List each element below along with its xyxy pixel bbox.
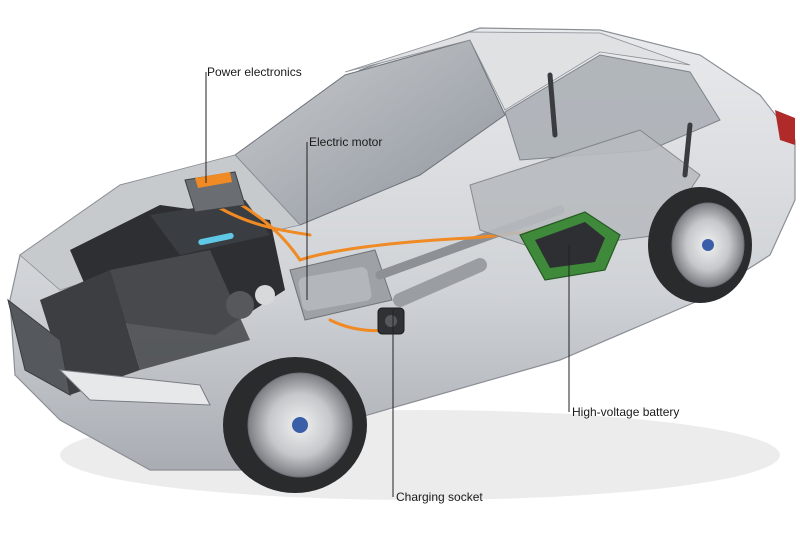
headlight <box>58 369 211 406</box>
engine-assembly <box>40 200 285 395</box>
rear-shock-absorbers <box>547 72 693 178</box>
power-electronics-unit <box>184 171 246 213</box>
charging-socket-part <box>377 307 405 335</box>
label-high-voltage-battery: High-voltage battery <box>572 405 680 419</box>
electric-motor-unit <box>289 249 393 321</box>
tail-light <box>775 110 795 145</box>
label-power-electronics: Power electronics <box>207 65 302 79</box>
rear-wheel <box>648 187 752 303</box>
leader-lines <box>205 72 570 497</box>
roof-panel <box>344 31 691 111</box>
label-electric-motor: Electric motor <box>309 135 383 149</box>
side-window-glass <box>504 54 721 161</box>
label-charging-socket: Charging socket <box>396 490 483 504</box>
front-wheel <box>223 357 367 493</box>
front-grille <box>7 298 71 396</box>
high-voltage-battery-pack <box>519 211 621 281</box>
exhaust-pipe <box>393 258 487 307</box>
